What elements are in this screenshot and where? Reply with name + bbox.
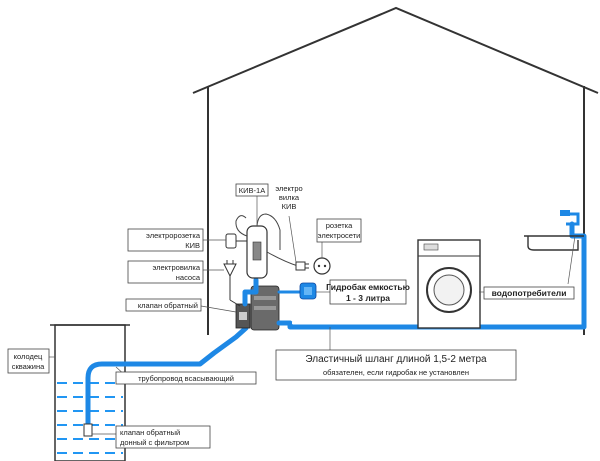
leader-lines [49, 196, 576, 435]
riser-pipe [242, 277, 259, 307]
kiv-controller [235, 213, 281, 279]
plug-cord [266, 251, 299, 267]
hydro-tank [299, 282, 317, 300]
sink [524, 210, 584, 251]
outlet-label-box [316, 218, 362, 243]
suction-label-box [115, 371, 257, 385]
foot-valve [83, 423, 93, 437]
consumers-label: водопотребители [492, 288, 567, 298]
pump-plug [223, 260, 241, 307]
check-valve-label: клапан обратный [138, 301, 198, 310]
foot-valve-label-2: донный с фильтром [120, 438, 189, 447]
tank-label-1: Гидробак емкостью [326, 282, 410, 292]
hose-label-2: обязателен, если гидробак не установлен [323, 368, 469, 377]
kiv-socket [225, 233, 247, 249]
outlet-label-1: розетка [326, 221, 353, 230]
well-label-box [7, 348, 50, 374]
foot-valve-label-1: клапан обратный [120, 428, 180, 437]
pump [235, 285, 280, 331]
wall-outlet [313, 257, 331, 275]
socket-kiv-label-2: КИВ [185, 241, 200, 250]
foot-valve-label-box [115, 425, 211, 449]
plug-kiv-label-3: КИВ [282, 202, 297, 211]
suction-label: трубопровод всасывающий [138, 374, 234, 383]
washing-machine [417, 239, 481, 329]
pump-plug-label-1: электровилка [152, 263, 200, 272]
suction-pipe [85, 325, 249, 431]
tank-label-box [329, 279, 407, 305]
consumers-label-box [483, 286, 575, 300]
kiv-plug [295, 261, 309, 271]
outlet-label-2: электросети [318, 231, 361, 240]
well-label-2: скважина [12, 362, 45, 371]
tank-label-2: 1 - 3 литра [346, 293, 390, 303]
pump-plug-label-2: насоса [176, 273, 201, 282]
plug-kiv-label-1: электро [275, 184, 302, 193]
hose-label-box [275, 349, 517, 381]
check-valve-label-box [125, 298, 202, 312]
plug-kiv-label-2: вилка [279, 193, 300, 202]
well-label-1: колодец [14, 352, 43, 361]
socket-kiv-label-box [127, 228, 204, 252]
socket-kiv-label-1: электророзетка [146, 231, 201, 240]
kiv1a-label: КИВ-1А [239, 186, 265, 195]
hose-label-1: Эластичный шланг длиной 1,5-2 метра [305, 354, 487, 365]
kiv1a-label-box [235, 183, 269, 197]
pump-plug-label-box [127, 260, 204, 284]
